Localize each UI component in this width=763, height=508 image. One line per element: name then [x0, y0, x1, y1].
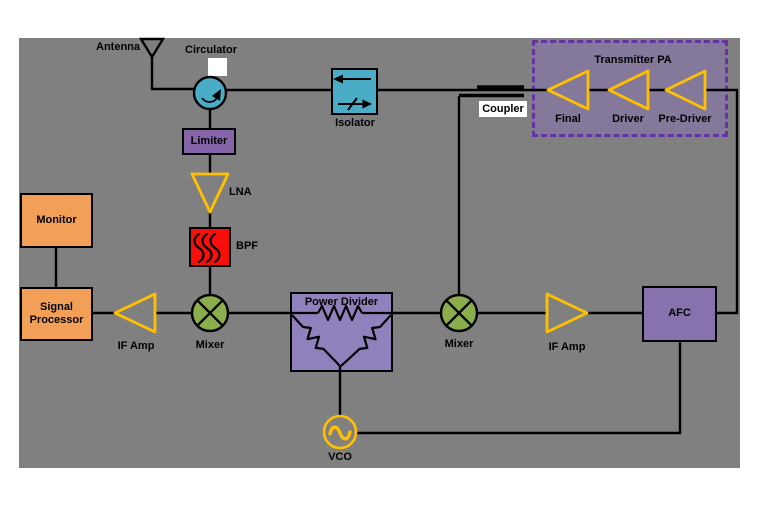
monitor-label: Monitor: [36, 213, 77, 226]
isolator-label: Isolator: [335, 117, 375, 129]
afc-label: AFC: [668, 307, 691, 320]
limiter-label: Limiter: [190, 134, 228, 147]
isolator-block: [331, 68, 378, 115]
afc-block: AFC: [642, 286, 717, 342]
signal-processor-label: Signal Processor: [29, 300, 84, 326]
limiter-block: Limiter: [182, 128, 236, 155]
if-amp-rx-label: IF Amp: [117, 340, 155, 352]
mixer-rx-label: Mixer: [195, 339, 225, 351]
lna-label: LNA: [229, 186, 252, 198]
signal-processor-block: Signal Processor: [20, 287, 93, 341]
pa-predriver-label: Pre-Driver: [658, 113, 712, 125]
mixer-if-label: Mixer: [444, 338, 474, 350]
transmitter-pa-label: Transmitter PA: [594, 54, 672, 66]
circulator-port-patch: [208, 58, 227, 76]
antenna-label: Antenna: [96, 41, 140, 53]
bpf-label: BPF: [236, 240, 258, 252]
circulator-label: Circulator: [185, 44, 237, 56]
if-amp-if-label: IF Amp: [548, 341, 586, 353]
pa-driver-label: Driver: [612, 113, 644, 125]
bpf-block: [189, 227, 231, 267]
pa-final-label: Final: [555, 113, 581, 125]
monitor-block: Monitor: [20, 193, 93, 248]
vco-label: VCO: [328, 451, 352, 463]
coupler-label-box: Coupler: [479, 101, 527, 117]
power-divider-label: Power Divider: [304, 296, 379, 308]
power-divider-block: Power Divider: [290, 292, 393, 372]
coupler-label: Coupler: [482, 103, 524, 115]
